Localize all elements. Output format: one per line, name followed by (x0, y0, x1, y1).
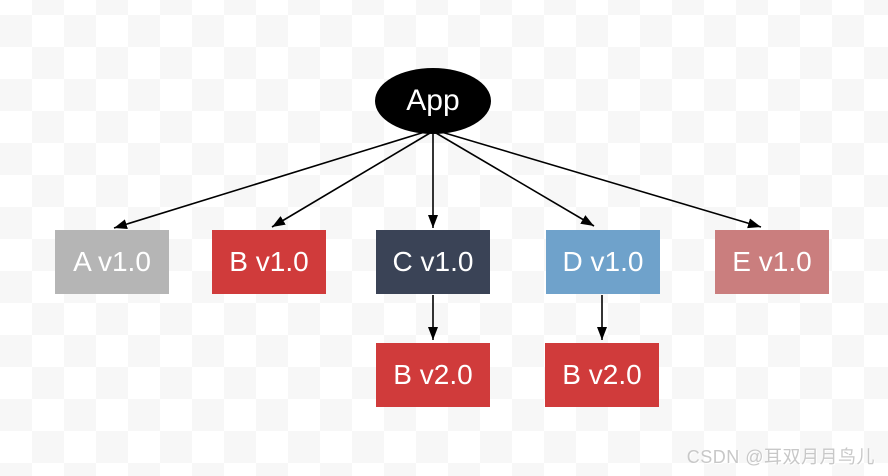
edge-app-to-a (113, 130, 429, 229)
node-label: C v1.0 (392, 246, 474, 277)
node-b-v2-0-right: B v2.0 (545, 343, 659, 407)
node-label: E v1.0 (732, 246, 812, 277)
edge-app-to-b1 (271, 132, 431, 228)
app-root-label: App (406, 84, 460, 117)
csdn-watermark: CSDN @耳双月月鸟儿 (686, 447, 875, 467)
node-label: B v2.0 (562, 359, 642, 390)
node-d-v1-0: D v1.0 (546, 230, 660, 294)
edge-app-to-d (435, 132, 595, 227)
node-label: B v2.0 (393, 359, 473, 390)
node-label: D v1.0 (562, 246, 644, 277)
app-root-node: App (375, 68, 491, 134)
node-c-v1-0: C v1.0 (376, 230, 490, 294)
node-b-v1-0: B v1.0 (212, 230, 326, 294)
node-a-v1-0: A v1.0 (55, 230, 169, 294)
edge-app-to-e (437, 130, 762, 229)
node-label: A v1.0 (73, 246, 151, 277)
node-e-v1-0: E v1.0 (715, 230, 829, 294)
node-label: B v1.0 (229, 246, 309, 277)
node-b-v2-0-left: B v2.0 (376, 343, 490, 407)
